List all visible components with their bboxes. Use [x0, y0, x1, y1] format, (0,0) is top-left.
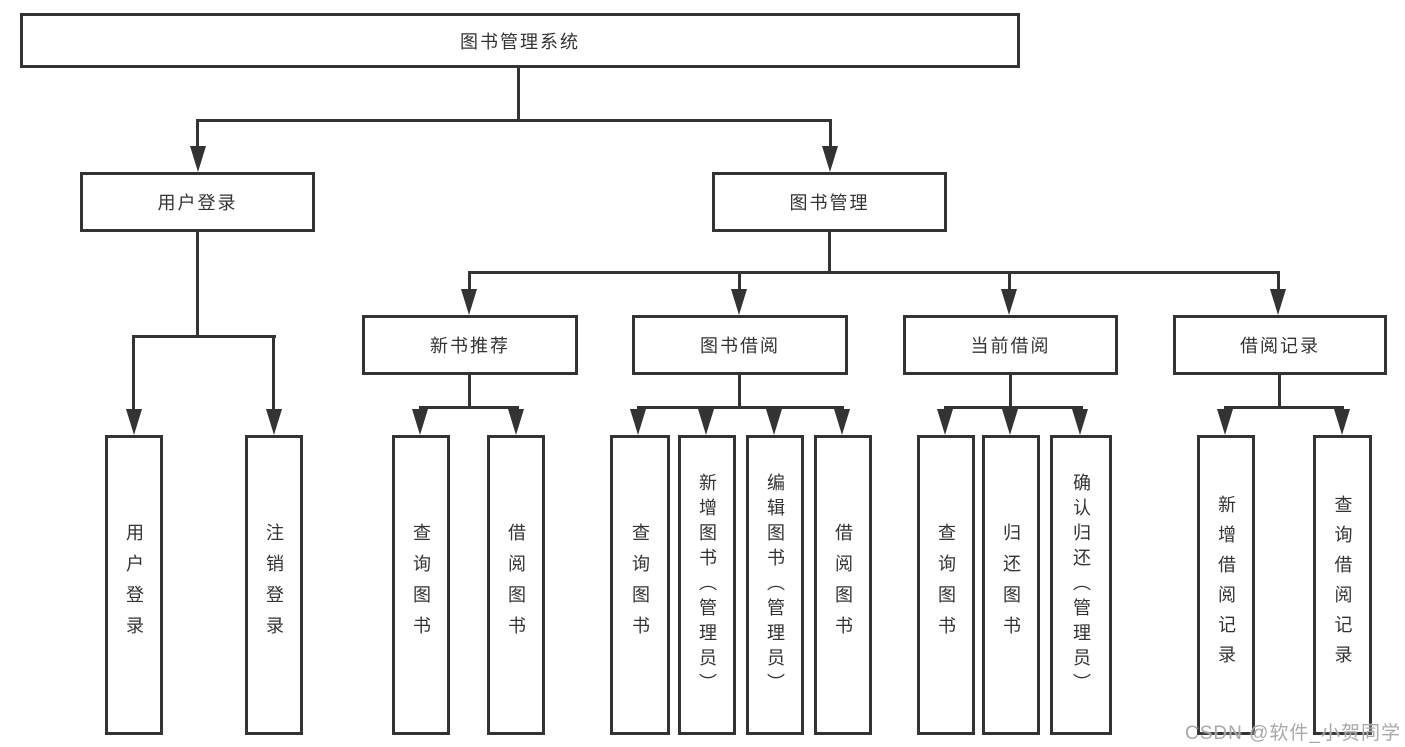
leaf-query-book-borrowing: 查询图书 — [610, 435, 670, 735]
connector-newbook-crossbar — [419, 406, 519, 409]
node-book-management-branch-label: 图书管理 — [789, 193, 870, 213]
leaf-query-borrow-record-label: 查询借阅记录 — [1332, 495, 1353, 675]
arrow-down-icon — [1217, 409, 1233, 435]
node-book-management-branch: 图书管理 — [712, 172, 947, 232]
arrow-down-icon — [1002, 409, 1018, 435]
leaf-logout: 注销登录 — [245, 435, 303, 735]
connector-current-crossbar — [944, 406, 1083, 409]
arrow-down-icon — [1001, 289, 1017, 315]
node-current-borrowing: 当前借阅 — [903, 315, 1118, 375]
node-user-login-branch-label: 用户登录 — [157, 193, 238, 213]
leaf-add-borrow-record-label: 新增借阅记录 — [1216, 495, 1236, 675]
arrow-down-icon — [630, 409, 646, 435]
connector-userlogin-drop-2 — [272, 335, 275, 411]
leaf-confirm-return-admin-label: 确认归还（管理员） — [1071, 472, 1091, 698]
arrow-down-icon — [698, 409, 714, 435]
node-current-borrowing-label: 当前借阅 — [970, 336, 1051, 356]
connector-borrowing-stem — [738, 375, 741, 407]
connector-newbook-stem — [468, 375, 471, 407]
node-root-system: 图书管理系统 — [20, 13, 1020, 68]
leaf-borrow-book-recommend-label: 借阅图书 — [506, 523, 526, 647]
leaf-borrow-book-recommend: 借阅图书 — [487, 435, 545, 735]
node-new-book-recommend-label: 新书推荐 — [430, 336, 510, 356]
leaf-query-book-borrowing-label: 查询图书 — [630, 523, 650, 647]
leaf-user-login-label: 用户登录 — [124, 523, 144, 647]
arrow-down-icon — [731, 289, 747, 315]
leaf-edit-book-admin-label: 编辑图书（管理员） — [765, 472, 785, 698]
leaf-return-book-label: 归还图书 — [1001, 523, 1021, 647]
connector-borrowing-crossbar — [637, 406, 844, 409]
connector-userlogin-drop-1 — [132, 335, 135, 411]
leaf-return-book: 归还图书 — [982, 435, 1040, 735]
node-user-login-branch: 用户登录 — [80, 172, 315, 232]
connector-bookmgmt-drop-4 — [1277, 271, 1280, 293]
leaf-add-book-admin: 新增图书（管理员） — [678, 435, 736, 735]
leaf-borrow-book-borrowing: 借阅图书 — [814, 435, 872, 735]
connector-userlogin-crossbar — [132, 335, 276, 338]
connector-root-drop-left — [196, 119, 199, 149]
leaf-edit-book-admin: 编辑图书（管理员） — [746, 435, 804, 735]
connector-userlogin-stem — [196, 232, 199, 337]
arrow-down-icon — [1270, 289, 1286, 315]
node-root-label: 图书管理系统 — [460, 31, 580, 52]
node-book-borrowing: 图书借阅 — [632, 315, 848, 375]
connector-current-stem — [1009, 375, 1012, 407]
leaf-query-book-current-label: 查询图书 — [936, 523, 956, 647]
arrow-down-icon — [461, 289, 477, 315]
arrow-down-icon — [822, 146, 838, 172]
leaf-query-book-recommend: 查询图书 — [392, 435, 450, 735]
arrow-down-icon — [1072, 409, 1088, 435]
leaf-confirm-return-admin: 确认归还（管理员） — [1050, 435, 1112, 735]
leaf-query-book-recommend-label: 查询图书 — [411, 523, 431, 647]
connector-root-drop-right — [829, 119, 832, 149]
node-book-borrowing-label: 图书借阅 — [700, 336, 780, 356]
connector-bookmgmt-drop-1 — [468, 271, 471, 293]
leaf-add-book-admin-label: 新增图书（管理员） — [697, 472, 717, 698]
arrow-down-icon — [126, 409, 142, 435]
leaf-query-book-current: 查询图书 — [917, 435, 975, 735]
leaf-borrow-book-borrowing-label: 借阅图书 — [833, 523, 853, 647]
arrow-down-icon — [266, 409, 282, 435]
leaf-user-login: 用户登录 — [105, 435, 163, 735]
arrow-down-icon — [508, 409, 524, 435]
connector-root-stem — [517, 68, 520, 120]
connector-bookmgmt-drop-3 — [1008, 271, 1011, 293]
leaf-logout-label: 注销登录 — [264, 523, 284, 647]
node-new-book-recommend: 新书推荐 — [362, 315, 578, 375]
arrow-down-icon — [937, 409, 953, 435]
connector-bookmgmt-stem — [828, 232, 831, 273]
connector-root-crossbar — [196, 119, 832, 122]
leaf-query-borrow-record: 查询借阅记录 — [1313, 435, 1372, 735]
connector-bookmgmt-drop-2 — [738, 271, 741, 293]
arrow-down-icon — [412, 409, 428, 435]
leaf-add-borrow-record: 新增借阅记录 — [1197, 435, 1255, 735]
arrow-down-icon — [190, 146, 206, 172]
arrow-down-icon — [834, 409, 850, 435]
node-borrowing-records-label: 借阅记录 — [1240, 336, 1320, 356]
csdn-watermark: CSDN @软件_小贺同学 — [1185, 723, 1401, 744]
connector-records-stem — [1278, 375, 1281, 407]
connector-records-crossbar — [1224, 406, 1344, 409]
node-borrowing-records: 借阅记录 — [1173, 315, 1387, 375]
arrow-down-icon — [1334, 409, 1350, 435]
arrow-down-icon — [766, 409, 782, 435]
connector-bookmgmt-crossbar — [468, 271, 1280, 274]
